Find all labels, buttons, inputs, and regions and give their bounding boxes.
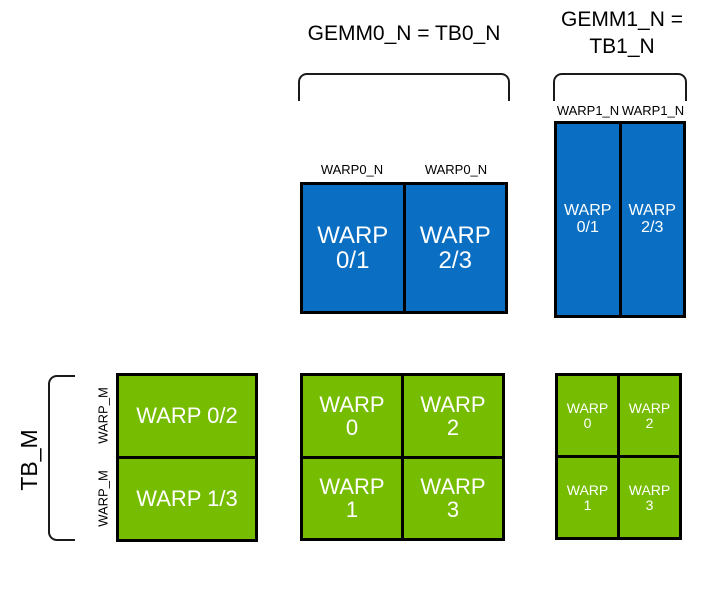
tb-m-bracket bbox=[48, 375, 75, 541]
green-left-cell-0[interactable]: WARP 0/2 bbox=[119, 376, 255, 456]
warp0n-tick-left: WARP0_N bbox=[320, 162, 384, 177]
gemm1-blue-cell-0[interactable]: WARP 0/1 bbox=[557, 124, 619, 315]
gemm0-blue-cell-1[interactable]: WARP 2/3 bbox=[405, 185, 505, 311]
gemm1-blue-cell-1[interactable]: WARP 2/3 bbox=[621, 124, 683, 315]
gemm1-bracket bbox=[553, 73, 687, 101]
green-right-cell-2[interactable]: WARP 1 bbox=[558, 458, 617, 537]
warp-m-tick-top: WARP_M bbox=[95, 387, 111, 444]
warp1n-tick-right: WARP1_N bbox=[621, 103, 685, 118]
green-middle-cell-2[interactable]: WARP 1 bbox=[303, 458, 401, 538]
gemm0-blue-block: WARP 0/1 WARP 2/3 bbox=[300, 182, 508, 314]
warp1n-tick-left: WARP1_N bbox=[556, 103, 620, 118]
warp-m-tick-bottom: WARP_M bbox=[95, 470, 111, 527]
green-middle-cell-1[interactable]: WARP 2 bbox=[404, 376, 502, 456]
gemm1-title: GEMM1_N = TB1_N bbox=[561, 8, 683, 58]
green-right-cell-3[interactable]: WARP 3 bbox=[620, 458, 679, 537]
gemm0-title: GEMM0_N = TB0_N bbox=[307, 22, 501, 45]
gemm0-bracket bbox=[298, 73, 510, 101]
tb-m-label: TB_M bbox=[16, 429, 42, 491]
green-left-block: WARP 0/2 WARP 1/3 bbox=[116, 373, 258, 542]
warp0n-tick-right: WARP0_N bbox=[424, 162, 488, 177]
green-right-cell-0[interactable]: WARP 0 bbox=[558, 376, 617, 455]
green-middle-block: WARP 0 WARP 2 WARP 1 WARP 3 bbox=[300, 373, 505, 541]
green-middle-cell-0[interactable]: WARP 0 bbox=[303, 376, 401, 456]
green-right-cell-1[interactable]: WARP 2 bbox=[620, 376, 679, 455]
green-left-cell-1[interactable]: WARP 1/3 bbox=[119, 459, 255, 539]
gemm0-blue-cell-0[interactable]: WARP 0/1 bbox=[303, 185, 403, 311]
gemm1-blue-block: WARP 0/1 WARP 2/3 bbox=[554, 121, 686, 318]
green-middle-cell-3[interactable]: WARP 3 bbox=[404, 458, 502, 538]
green-right-block: WARP 0 WARP 2 WARP 1 WARP 3 bbox=[555, 373, 682, 540]
